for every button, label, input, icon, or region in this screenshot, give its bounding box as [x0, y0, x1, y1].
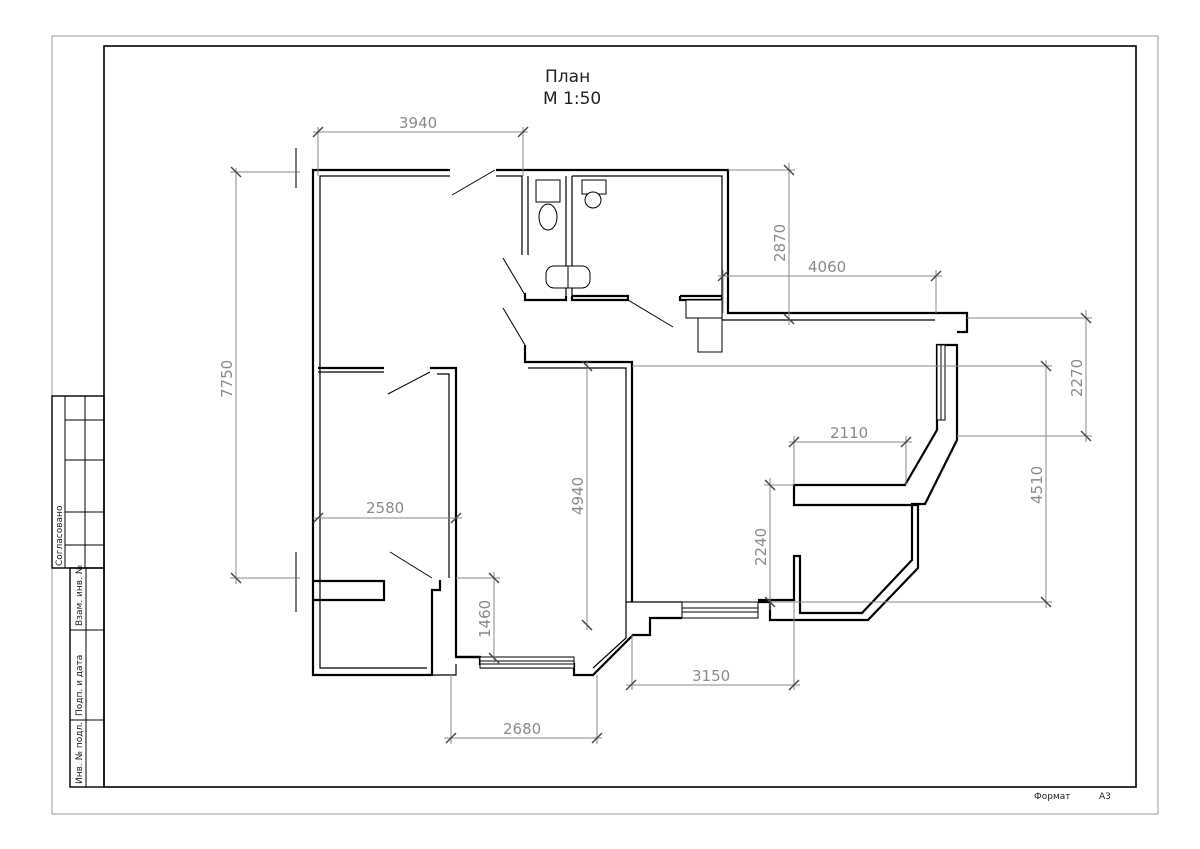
dimension-lines: [230, 126, 1092, 744]
plan-title: План: [545, 67, 590, 87]
dim-3940: 3940: [399, 114, 437, 132]
doors: [387, 169, 674, 579]
dim-2580: 2580: [366, 499, 404, 517]
dim-1460: 1460: [476, 600, 494, 638]
stamp-inv-orig: Инв. № подл.: [75, 722, 85, 784]
format-value: А3: [1099, 792, 1111, 802]
stamp-inv-replace: Взам. инв. №: [75, 565, 85, 626]
dim-7750: 7750: [218, 360, 236, 398]
inventory-stamp: Взам. инв. № Подп. и дата Инв. № подл.: [69, 565, 105, 788]
dim-2110: 2110: [830, 424, 868, 442]
dim-2240: 2240: [752, 528, 770, 566]
plumbing-fixtures: [535, 179, 607, 289]
approval-stamp: Согласовано: [51, 395, 105, 569]
plan-scale: М 1:50: [543, 89, 601, 109]
sheet-border: [51, 35, 1159, 815]
walls: [311, 168, 969, 677]
dim-4510: 4510: [1028, 466, 1046, 504]
dim-2270: 2270: [1068, 359, 1086, 397]
dim-4940: 4940: [569, 477, 587, 515]
stamp-agreed: Согласовано: [55, 505, 65, 566]
dim-2680: 2680: [503, 720, 541, 738]
stamp-sign-date: Подп. и дата: [75, 655, 85, 716]
dim-4060: 4060: [808, 258, 846, 276]
format-label: Формат: [1034, 792, 1071, 802]
dim-2870: 2870: [771, 224, 789, 262]
dim-3150: 3150: [692, 667, 730, 685]
drawing-frame: [103, 45, 1137, 788]
